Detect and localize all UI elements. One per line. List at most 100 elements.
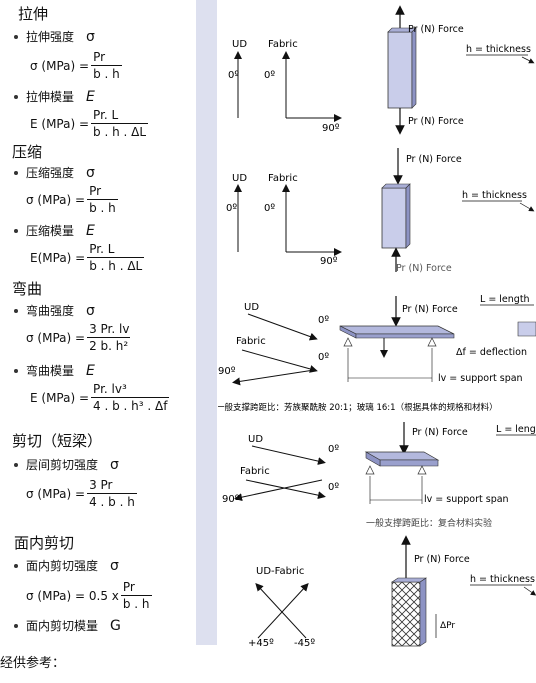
ud-label: UD <box>244 302 259 313</box>
zero-label: 0º <box>228 70 239 81</box>
tension-modulus-item: 拉伸模量 E <box>14 88 95 105</box>
force-label-bottom: Pr (N) Force <box>396 263 452 274</box>
thickness-arrow <box>519 202 535 212</box>
inplane-shear-modulus-item: 面内剪切模量 G <box>14 617 121 634</box>
bullet-icon <box>14 368 18 373</box>
specimen-side <box>411 27 417 109</box>
tension-figure: UD 0º Fabric 0º 90º Pr (N) Force Pr (N) … <box>228 5 535 135</box>
thickness-arrow <box>523 586 536 596</box>
force-label: Pr (N) Force <box>414 554 470 565</box>
thickness-arrow <box>521 56 535 64</box>
thickness-label: h = thickness <box>470 574 535 585</box>
specimen <box>381 187 407 249</box>
zero-label: 0º <box>328 482 339 493</box>
bullet-icon <box>14 563 18 568</box>
ud-arrow <box>251 445 326 466</box>
support-right <box>417 465 427 475</box>
beam-specimen <box>339 325 455 335</box>
support-left <box>365 465 375 475</box>
fabric-label: Fabric <box>268 173 298 184</box>
plus45-label: +45º <box>248 638 274 649</box>
support-span-label: lv = support span <box>438 373 523 384</box>
zero-label: 0º <box>264 70 275 81</box>
flexure-modulus-item: 弯曲模量 E <box>14 362 95 379</box>
specimen-side <box>405 183 411 249</box>
fabric-label: Fabric <box>236 336 266 347</box>
section-title-flexure: 弯曲 <box>12 280 43 298</box>
zero-label: 0º <box>318 352 329 363</box>
thickness-label: h = thickness <box>466 44 531 55</box>
length-label: L = length <box>480 294 530 305</box>
span-ratio-note: 一般支撑跨距比：复合材料实验 <box>366 517 492 529</box>
bullet-icon <box>14 623 18 628</box>
length-specimen <box>517 321 536 337</box>
force-label-bottom: Pr (N) Force <box>408 116 464 127</box>
minus45-label: -45º <box>294 638 315 649</box>
compression-strength-item: 压缩强度 σ <box>14 164 95 181</box>
section-title-compression: 压缩 <box>12 143 43 161</box>
deflection-label: Δf = deflection <box>456 347 527 358</box>
tension-strength-item: 拉伸强度 σ <box>14 28 95 45</box>
shear-figure: UD 0º Fabric 0º 90º Pr (N) Force lv = su… <box>222 422 536 529</box>
section-title-tension: 拉伸 <box>18 5 49 23</box>
specimen <box>391 581 421 647</box>
span-ratio-note: 一般支撑跨距比：芳族聚酰胺 20:1；玻璃 16:1（根据具体的规格和材料） <box>218 402 498 413</box>
support-left <box>343 337 353 347</box>
bullet-icon <box>14 94 18 99</box>
ud-fabric-label: UD-Fabric <box>256 566 304 577</box>
zero-label: 0º <box>226 203 237 214</box>
support-right <box>427 337 437 347</box>
specimen <box>387 31 413 109</box>
length-label: L = length <box>496 424 536 435</box>
bullet-icon <box>14 34 18 39</box>
delta-label: ΔPr <box>440 621 455 631</box>
ninety-label: 90º <box>218 366 236 377</box>
ud-label: UD <box>232 39 247 50</box>
bullet-icon <box>14 170 18 175</box>
zero-label: 0º <box>264 203 275 214</box>
force-label: Pr (N) Force <box>412 427 468 438</box>
fabric-arrow-diagonal <box>232 369 315 386</box>
section-title-shear: 剪切（短梁） <box>12 432 103 450</box>
beam-front <box>355 333 455 339</box>
ud-label: UD <box>232 173 247 184</box>
specimen-side <box>419 577 427 647</box>
zero-label: 0º <box>328 444 339 455</box>
force-label-top: Pr (N) Force <box>406 154 462 165</box>
flexure-strength-item: 弯曲强度 σ <box>14 302 95 319</box>
fabric-label: Fabric <box>268 39 298 50</box>
bullet-icon <box>14 308 18 313</box>
fabric-arrow-horizontal <box>241 349 318 373</box>
footer-note: 经供参考： <box>0 656 66 671</box>
support-span-label: lv = support span <box>424 494 509 505</box>
inplane-shear-figure: UD-Fabric +45º -45º Pr (N) Force h = thi… <box>248 535 536 649</box>
shear-strength-item: 层间剪切强度 σ <box>14 456 119 473</box>
ninety-label: 90º <box>322 123 340 134</box>
inplane-shear-strength-item: 面内剪切强度 σ <box>14 557 119 574</box>
ud-label: UD <box>248 434 263 445</box>
ninety-label: 90º <box>222 494 240 505</box>
bullet-icon <box>14 462 18 467</box>
zero-label: 0º <box>318 315 329 326</box>
beam-front <box>379 459 439 467</box>
beam-side <box>365 451 381 467</box>
force-label: Pr (N) Force <box>402 304 458 315</box>
divider-band <box>196 0 217 645</box>
plus45-arrow <box>257 583 309 639</box>
bullet-icon <box>14 228 18 233</box>
compression-figure: UD 0º Fabric 0º 90º Pr (N) Force Pr (N) … <box>226 148 535 274</box>
force-label-top: Pr (N) Force <box>408 24 464 35</box>
specimen-top <box>381 183 411 189</box>
compression-modulus-item: 压缩模量 E <box>14 222 95 239</box>
ud-arrow <box>247 313 318 341</box>
ninety-label: 90º <box>320 256 338 267</box>
specimen-top <box>391 577 427 583</box>
